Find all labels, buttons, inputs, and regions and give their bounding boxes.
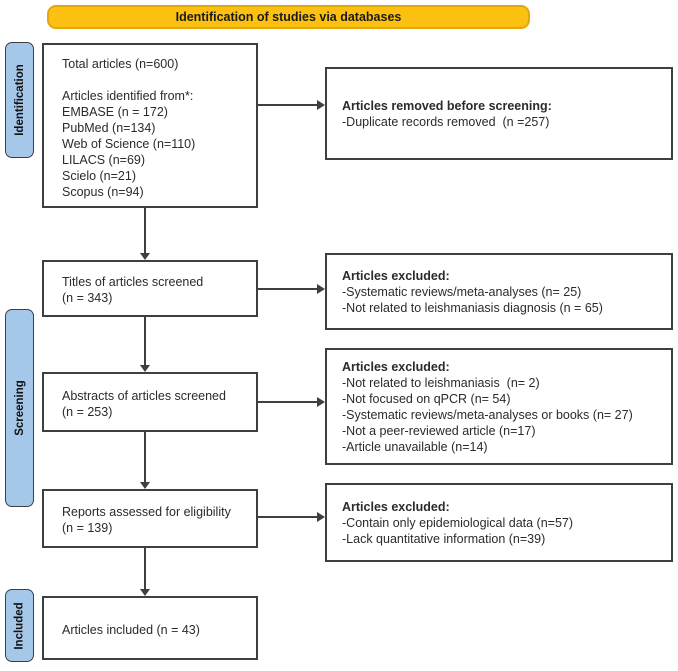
box-excluded-reports: Articles excluded: -Contain only epidemi…	[325, 483, 673, 562]
exclusion-item: -Article unavailable (n=14)	[342, 439, 488, 454]
stage-label-identification-text: Identification	[13, 64, 26, 136]
box-line: (n = 253)	[62, 404, 113, 419]
exclusion-item: -Systematic reviews/meta-analyses or boo…	[342, 407, 633, 422]
stage-label-included: Included	[5, 589, 34, 662]
exclusion-item: -Not focused on qPCR (n= 54)	[342, 391, 511, 406]
arrow-right-icon	[258, 512, 325, 522]
box-line: EMBASE (n = 172)	[62, 105, 168, 119]
box-line: (n = 343)	[62, 291, 113, 305]
stage-label-screening: Screening	[5, 309, 34, 507]
exclusion-box-title: Articles excluded:	[342, 268, 450, 283]
box-line-blank	[62, 72, 248, 88]
box-removed-before-screening: Articles removed before screening: -Dupl…	[325, 67, 673, 160]
arrow-right-icon	[258, 397, 325, 407]
exclusion-box-title: Articles excluded:	[342, 359, 450, 374]
diagram-title-banner: Identification of studies via databases	[47, 5, 530, 29]
box-line: Web of Science (n=110)	[62, 137, 196, 151]
box-titles-screened: Titles of articles screened (n = 343)	[42, 260, 258, 317]
box-excluded-abstracts: Articles excluded: -Not related to leish…	[325, 348, 673, 465]
exclusion-item: -Systematic reviews/meta-analyses (n= 25…	[342, 284, 582, 299]
box-line: Total articles (n=600)	[62, 57, 179, 71]
exclusion-item: -Not related to leishmaniasis (n= 2)	[342, 375, 540, 390]
arrow-down-icon	[140, 432, 150, 489]
box-line: Scopus (n=94)	[62, 185, 144, 199]
exclusion-item: -Not a peer-reviewed article (n=17)	[342, 423, 536, 438]
diagram-title: Identification of studies via databases	[175, 10, 402, 24]
box-line: Articles identified from*:	[62, 89, 194, 103]
box-line: Reports assessed for eligibility	[62, 505, 231, 519]
arrow-right-icon	[258, 284, 325, 294]
stage-label-included-text: Included	[13, 601, 26, 650]
box-line: Articles included (n = 43)	[62, 622, 200, 637]
arrow-down-icon	[140, 208, 150, 260]
exclusion-item: -Lack quantitative information (n=39)	[342, 531, 546, 546]
arrow-right-icon	[258, 100, 325, 110]
stage-label-screening-text: Screening	[13, 380, 26, 436]
box-articles-included: Articles included (n = 43)	[42, 596, 258, 660]
arrow-down-icon	[140, 548, 150, 596]
box-line: Scielo (n=21)	[62, 169, 136, 183]
exclusion-box-title: Articles removed before screening:	[342, 98, 552, 113]
exclusion-item: -Not related to leishmaniasis diagnosis …	[342, 300, 603, 315]
box-line: Abstracts of articles screened	[62, 388, 226, 403]
stage-label-identification: Identification	[5, 42, 34, 158]
exclusion-item: -Contain only epidemiological data (n=57…	[342, 515, 574, 530]
exclusion-box-title: Articles excluded:	[342, 499, 450, 514]
exclusion-item: -Duplicate records removed (n =257)	[342, 114, 550, 129]
box-line: PubMed (n=134)	[62, 121, 156, 135]
box-excluded-titles: Articles excluded: -Systematic reviews/m…	[325, 253, 673, 330]
box-abstracts-screened: Abstracts of articles screened (n = 253)	[42, 372, 258, 432]
box-line: (n = 139)	[62, 521, 113, 535]
box-line: LILACS (n=69)	[62, 153, 146, 167]
box-line: Titles of articles screened	[62, 275, 204, 289]
box-identified-records: Total articles (n=600) Articles identifi…	[42, 43, 258, 208]
box-reports-eligibility: Reports assessed for eligibility (n = 13…	[42, 489, 258, 548]
arrow-down-icon	[140, 317, 150, 372]
